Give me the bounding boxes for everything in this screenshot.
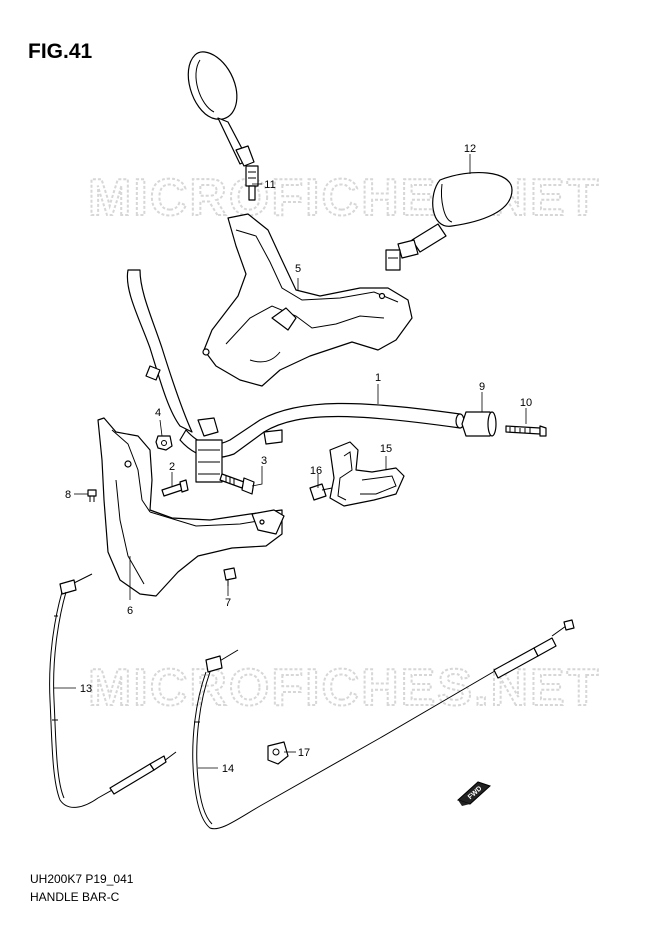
leader-lines bbox=[54, 154, 527, 769]
callout-13: 13 bbox=[80, 683, 92, 695]
handlebar[interactable] bbox=[126, 269, 465, 483]
callout-10: 10 bbox=[520, 397, 532, 409]
bracket-bolt[interactable] bbox=[309, 483, 333, 501]
callout-1: 1 bbox=[375, 372, 381, 384]
clamp-bolt[interactable] bbox=[219, 473, 255, 495]
footer-code: UH200K7 P19_041 bbox=[30, 872, 134, 886]
callout-11: 11 bbox=[264, 179, 275, 191]
callout-6: 6 bbox=[127, 605, 133, 617]
bolt[interactable] bbox=[161, 479, 189, 497]
nut[interactable] bbox=[155, 435, 173, 451]
callout-17: 17 bbox=[298, 747, 310, 759]
front-cover[interactable] bbox=[202, 213, 413, 387]
fwd-arrow-icon: FWD bbox=[457, 781, 491, 806]
figure-title: FIG.41 bbox=[28, 40, 93, 63]
cable-clamp[interactable] bbox=[267, 741, 289, 765]
callout-8: 8 bbox=[65, 489, 71, 501]
brake-cable[interactable] bbox=[192, 619, 575, 830]
callout-7: 7 bbox=[225, 597, 231, 609]
callout-14: 14 bbox=[222, 763, 234, 775]
watermark-top: MICROFICHES.NET bbox=[88, 169, 600, 227]
callout-3: 3 bbox=[261, 455, 267, 467]
bar-end-weight[interactable] bbox=[461, 411, 497, 437]
bar-end-screw[interactable] bbox=[505, 425, 547, 437]
push-clip[interactable] bbox=[223, 567, 237, 586]
screw[interactable] bbox=[87, 489, 97, 502]
throttle-cable[interactable] bbox=[49, 573, 177, 808]
rear-cover[interactable] bbox=[97, 417, 285, 597]
callout-9: 9 bbox=[479, 381, 485, 393]
left-mirror[interactable] bbox=[187, 51, 259, 201]
callout-16: 16 bbox=[310, 465, 322, 477]
callout-2: 2 bbox=[169, 461, 175, 473]
callout-4: 4 bbox=[155, 407, 161, 419]
footer-name: HANDLE BAR-C bbox=[30, 890, 120, 904]
callout-12: 12 bbox=[464, 143, 476, 155]
hook-bracket[interactable] bbox=[329, 441, 405, 507]
watermark-bottom: MICROFICHES.NET bbox=[88, 659, 600, 717]
callout-5: 5 bbox=[295, 263, 301, 275]
right-mirror[interactable] bbox=[385, 171, 513, 271]
callout-15: 15 bbox=[380, 443, 392, 455]
